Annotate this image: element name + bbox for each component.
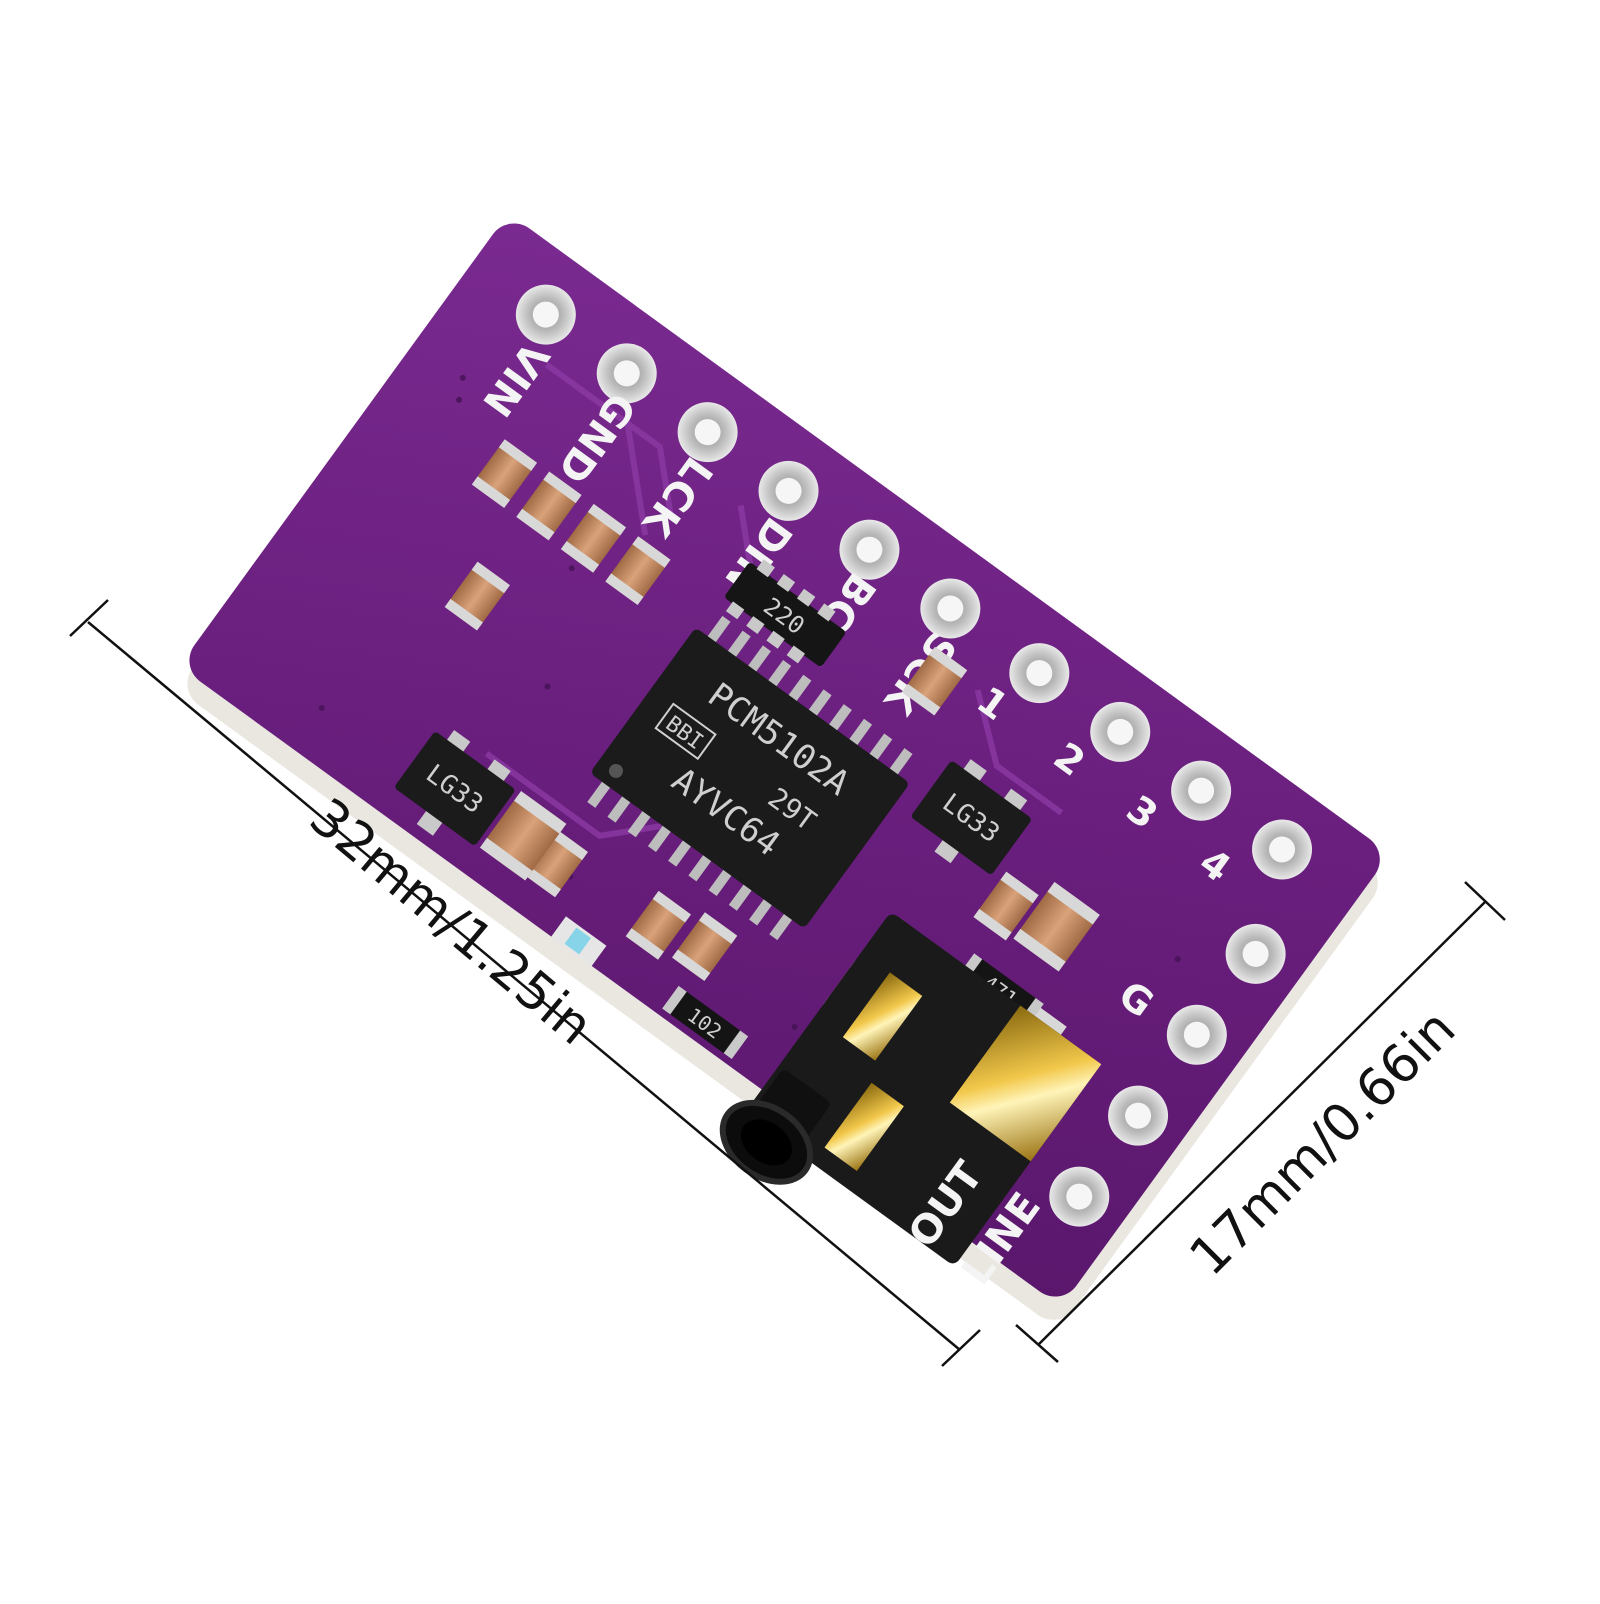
pin-hole [596,343,657,404]
pin-hole [1049,1166,1110,1227]
dimension-tick [1015,1324,1059,1363]
regulator-1: LG33 [911,759,1031,874]
resistor-array: 220 [725,559,846,667]
dimension-line [87,621,961,1351]
chip-logo-box [654,702,717,761]
capacitor [522,828,588,898]
pin-hole [1225,923,1286,984]
jack-gold-contact [824,1082,904,1171]
dimension-tick [69,599,109,637]
capacitor [1013,881,1100,972]
capacitor [516,471,582,541]
jack-hole [740,1119,792,1166]
pin-hole [1009,643,1070,704]
capacitor [973,871,1039,941]
pcm5102a-chip: PCM5102A BBI 29T AYVC64 [587,615,913,941]
led [550,916,607,967]
jack-gold-contact [949,1005,1102,1162]
pin-hole [1090,701,1151,762]
capacitor [672,912,738,982]
regulator-2: LG33 [395,730,515,845]
capacitor [605,536,671,606]
jack-body [747,914,1099,1264]
capacitor [625,890,691,960]
capacitor [444,561,510,631]
pin-hole [515,284,576,345]
jack-gold-contact [842,972,923,1061]
capacitor [560,503,627,573]
capacitor [479,791,567,881]
pin-hole [1108,1085,1169,1146]
capacitor [471,439,538,509]
pin-hole [1252,819,1313,880]
dimension-tick [1464,881,1506,921]
pin-hole [920,578,981,639]
capacitor [902,646,968,716]
left-header [515,284,981,639]
capacitors [444,439,1100,1073]
dimension-line [1037,901,1486,1346]
chip-pins [587,615,913,941]
audio-jack [719,914,1102,1264]
pcb-board: VIN GND LCK DIN BCK SCK 1 2 3 4 G [187,223,1380,1320]
dimension-tick [941,1329,981,1367]
pin-hole [758,460,819,521]
chip-pin1-marker [608,763,623,778]
pin-hole [1166,1004,1227,1065]
pin-hole [1171,760,1232,821]
pin-hole [677,402,738,463]
pin-hole [839,519,900,580]
right-header [1009,643,1313,1227]
